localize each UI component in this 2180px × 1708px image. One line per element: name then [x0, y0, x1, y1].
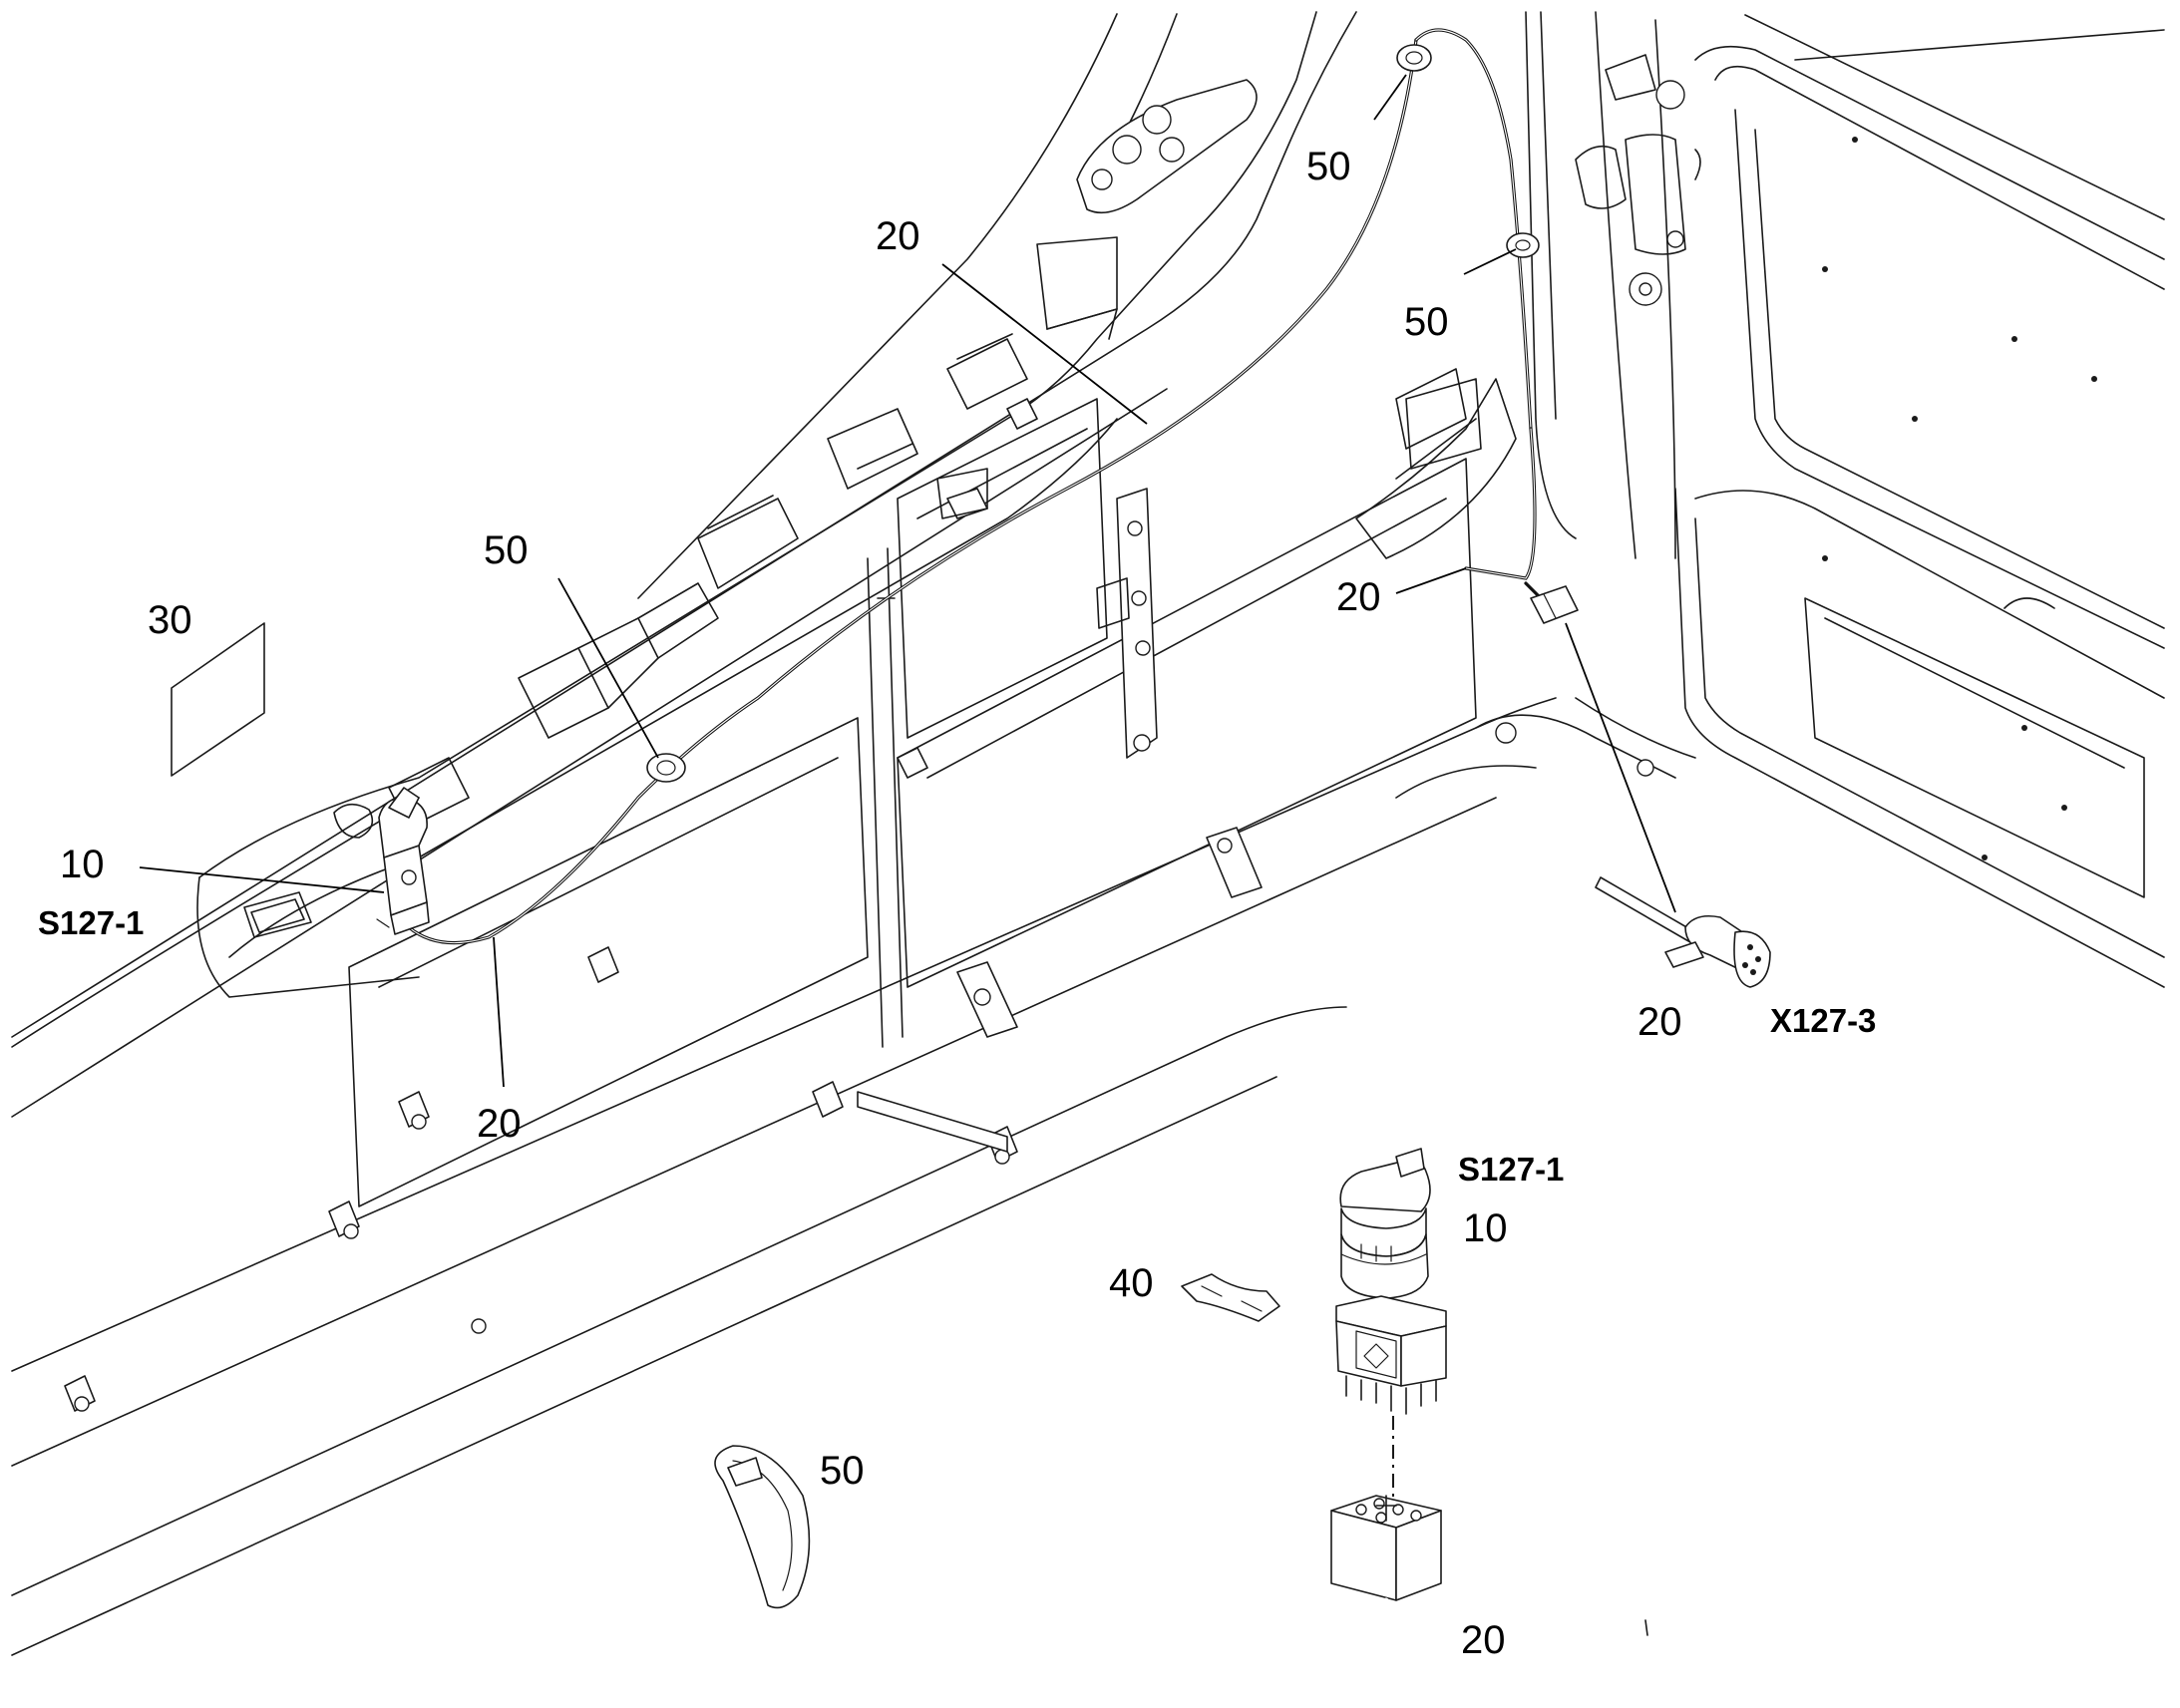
cable-tie-50-loose: [714, 1445, 811, 1609]
callout-20-connector: 20: [1637, 1000, 1682, 1044]
callout-30: 30: [148, 598, 192, 642]
leader-lines: [139, 74, 1676, 1088]
connector-x127-3: [1595, 876, 1771, 988]
mounted-switch-s127-1: [243, 787, 430, 938]
callout-50-loose: 50: [820, 1449, 865, 1493]
roof-openings: [388, 333, 1028, 829]
harness-connector-block: [1330, 1495, 1442, 1601]
harness-cable-end: [1382, 1597, 1648, 1687]
callout-50-top: 50: [1306, 145, 1351, 188]
ref-s127-1-main: S127-1: [38, 904, 144, 941]
callout-50-pillar: 50: [1404, 300, 1449, 344]
cable-tie-roof: [646, 753, 686, 783]
callout-20-roof: 20: [876, 214, 920, 258]
callout-20-harness-end: 20: [1461, 1618, 1506, 1662]
callout-50-roof: 50: [484, 528, 529, 572]
label-sticker-30: [171, 622, 265, 777]
switch-s127-1-detail: [1335, 1148, 1447, 1415]
callout-10-detail: 10: [1463, 1206, 1508, 1250]
inline-connector: [1530, 585, 1579, 624]
cab-structure: [11, 11, 2165, 1656]
callout-10-main: 10: [60, 843, 105, 886]
cable-tie-pillar: [1506, 232, 1540, 258]
callout-40: 40: [1109, 1261, 1154, 1305]
callout-20-switch-wire: 20: [477, 1102, 522, 1146]
callout-20-pillar: 20: [1336, 575, 1381, 619]
cable-tie-top: [1396, 44, 1432, 72]
ref-x127-3: X127-3: [1770, 1002, 1876, 1039]
ref-s127-1-detail: S127-1: [1458, 1151, 1564, 1188]
panel-clips: [64, 398, 1654, 1412]
mid-bracket: [1096, 488, 1158, 759]
upper-right-fittings: [1575, 54, 1701, 306]
spring-clip-40: [1181, 1273, 1280, 1322]
